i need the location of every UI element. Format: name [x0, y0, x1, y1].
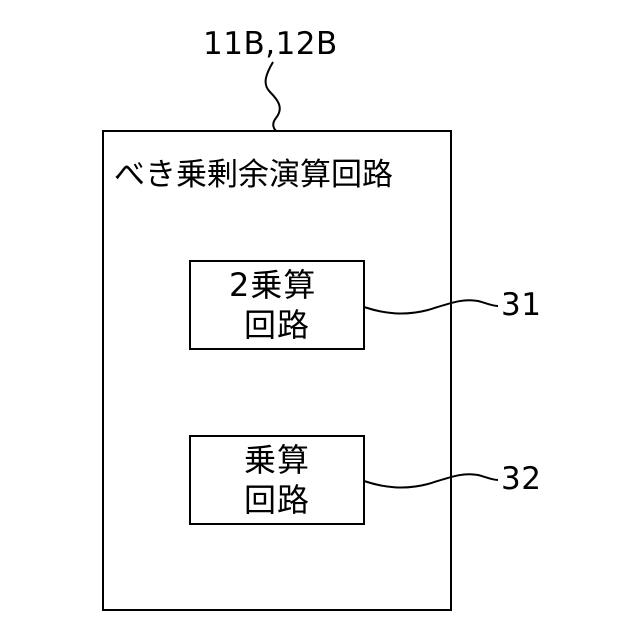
- outer-block-frame: [103, 131, 451, 610]
- sub-block-2-line2: 回路: [244, 484, 310, 516]
- top-leader-line: [266, 62, 280, 131]
- sub-block-1-line1: 2乗算: [229, 269, 316, 301]
- top-reference-label: 11B,12B: [203, 29, 338, 60]
- sub-block-1-line2: 回路: [244, 309, 310, 341]
- leader-line-32: [364, 474, 498, 487]
- outer-block-title: べき乗剰余演算回路: [114, 160, 393, 191]
- sub-block-2-reference: 32: [501, 464, 541, 495]
- sub-block-2-line1: 乗算: [244, 444, 310, 476]
- leader-line-31: [364, 300, 498, 313]
- sub-block-1-reference: 31: [501, 290, 541, 321]
